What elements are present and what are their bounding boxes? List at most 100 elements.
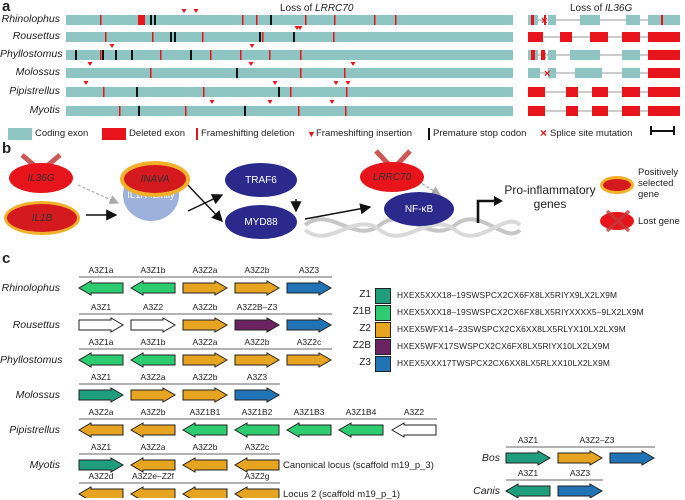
- gene-label: A3Z2b: [192, 372, 218, 382]
- gene-row-1: [78, 313, 332, 333]
- frameshift-deletion-mark: [300, 68, 302, 78]
- il36g-deleted-exon: [531, 50, 535, 60]
- frameshift-insertion-triangle: [333, 81, 339, 85]
- il36g-exon: [648, 15, 680, 25]
- species-label-rhinolophus: Rhinolophus: [1, 282, 60, 294]
- il36g-deleted-exon: [531, 15, 534, 25]
- gene-arrow-a3z2b–z3: [234, 317, 280, 333]
- scale-bar-tick-left: [650, 126, 652, 135]
- gene-arrow-a3z1b3: [286, 422, 332, 438]
- gene-label: A3Z2a: [140, 442, 166, 452]
- gene-label: A3Z1: [90, 302, 112, 312]
- arrow-il36g-il1r: [77, 184, 120, 204]
- stop-codon-mark: [170, 32, 172, 42]
- gene-arrow-a3z2c: [234, 457, 280, 473]
- motif-label-z2: Z2: [359, 323, 371, 334]
- locus-note: Locus 2 (scaffold m19_p_1): [283, 489, 401, 500]
- gene-label: A3Z2b: [244, 265, 270, 275]
- arrow-inava-myd88: [183, 180, 223, 223]
- motif-swatch-z1b: [375, 305, 391, 321]
- transcription-arrowhead: [494, 196, 503, 206]
- species-label-phyllostomus: Phyllostomus: [0, 354, 63, 366]
- il36g-exon: [575, 68, 602, 78]
- gene-arrow-segment: [609, 450, 655, 466]
- gene-label: A3Z3: [569, 468, 591, 478]
- gene-label: A3Z2a: [192, 265, 218, 275]
- il36g-deleted-exon: [528, 32, 543, 42]
- species-label-rousettus: Rousettus: [12, 30, 60, 42]
- frameshift-deletion-mark: [202, 32, 204, 42]
- frameshift-insertion-triangle: [248, 62, 254, 66]
- gene-arrow-a3z3: [557, 483, 603, 498]
- gene-arrow-a3z1b1: [182, 422, 228, 438]
- panel-a-tracks: ×××: [66, 9, 680, 116]
- other-row-bos: [505, 446, 655, 466]
- stop-codon-mark: [428, 128, 430, 140]
- pro-inflammatory-genes-label: Pro-inflammatory genes: [504, 183, 596, 211]
- legend-positive-swatch: [600, 176, 634, 194]
- frameshift-deletion-mark: [333, 32, 335, 42]
- gene-row-5: [78, 453, 280, 473]
- node-il1b: IL1B: [4, 201, 80, 235]
- legend-splice: Splice site mutation: [550, 128, 633, 139]
- frameshift-insertion-triangle: [209, 100, 215, 104]
- gene-arrow-a3z1b: [130, 352, 176, 368]
- panel-a-letter: a: [2, 0, 11, 15]
- frameshift-deletion-mark: [305, 15, 307, 25]
- gene-arrow-a3z1a: [78, 280, 124, 296]
- gene-arrow-a3z2a: [130, 387, 176, 403]
- frameshift-deletion-mark: [262, 32, 264, 42]
- gene-arrow-a3z1: [78, 387, 124, 403]
- gene-label: A3Z2b: [192, 442, 218, 452]
- stop-codon-mark: [136, 87, 138, 97]
- stop-codon-mark: [102, 50, 104, 60]
- lrrc70-exon-bar: [66, 87, 513, 97]
- frameshift-insertion-triangle: [267, 100, 273, 104]
- species-label-bos: Bos: [481, 452, 500, 464]
- il36g-deleted-exon: [528, 87, 545, 97]
- stop-codon-mark: [154, 15, 156, 25]
- lrrc70-header: Loss of LRRC70: [280, 3, 354, 14]
- gene-label: A3Z1B4: [345, 407, 377, 417]
- il36g-deleted-exon: [661, 15, 663, 25]
- gene-arrow-a3z2g: [234, 486, 280, 498]
- track-phyllostomus: ×: [66, 44, 680, 62]
- il36g-deleted-exon: [648, 32, 680, 42]
- stop-codon-mark: [293, 32, 295, 42]
- gene-arrow-a3z2a: [182, 352, 228, 368]
- frameshift-deletion-mark: [185, 106, 187, 116]
- splice-cross-icon: ×: [540, 126, 548, 140]
- frameshift-insertion-triangle: [193, 9, 199, 13]
- gene-label: A3Z2–Z3: [579, 435, 615, 445]
- motif-label-z1: Z1: [359, 289, 371, 300]
- gene-label: A3Z2e–Z2f: [131, 471, 175, 481]
- gene-row-6: [78, 482, 280, 498]
- legend-stop-codon: Premature stop codon: [433, 128, 527, 139]
- track-pipistrellus: [66, 81, 680, 97]
- frameshift-deletion-mark: [256, 15, 258, 25]
- gene-row-4: [78, 418, 437, 438]
- frameshift-deletion-mark: [138, 15, 140, 25]
- stop-codon-mark: [259, 32, 261, 42]
- motif-sequence: HXEX5WFX17SWSPCX2CX6FX8LX5RIYX10LX2LX9M: [397, 341, 610, 351]
- il36g-deleted-exon: [622, 87, 640, 97]
- frameshift-insertion-triangle: [272, 81, 278, 85]
- node-nfkb: NF-κB: [384, 192, 454, 226]
- species-label-myotis: Myotis: [29, 459, 60, 471]
- il36g-exon: [548, 50, 556, 60]
- gene-arrow-a3z1b: [130, 280, 176, 296]
- frameshift-insertion-triangle: [297, 26, 303, 30]
- frameshift-deletion-mark: [346, 87, 348, 97]
- motif-label-z1b: Z1B: [352, 306, 371, 317]
- il36g-deleted-exon: [648, 68, 680, 78]
- motif-swatch-z3: [375, 356, 391, 372]
- gene-arrow-a3z1: [78, 317, 124, 333]
- legend-deleted-exon: Deleted exon: [129, 128, 185, 139]
- frameshift-insertion-triangle: [345, 81, 351, 85]
- frameshift-insertion-triangle: [87, 62, 93, 66]
- gene-label: A3Z1a: [88, 337, 114, 347]
- frameshift-deletion-mark: [210, 50, 212, 60]
- deleted-exon-swatch: [102, 128, 126, 140]
- stop-codon-mark: [138, 106, 140, 116]
- frameshift-insertion-triangle: [329, 100, 335, 104]
